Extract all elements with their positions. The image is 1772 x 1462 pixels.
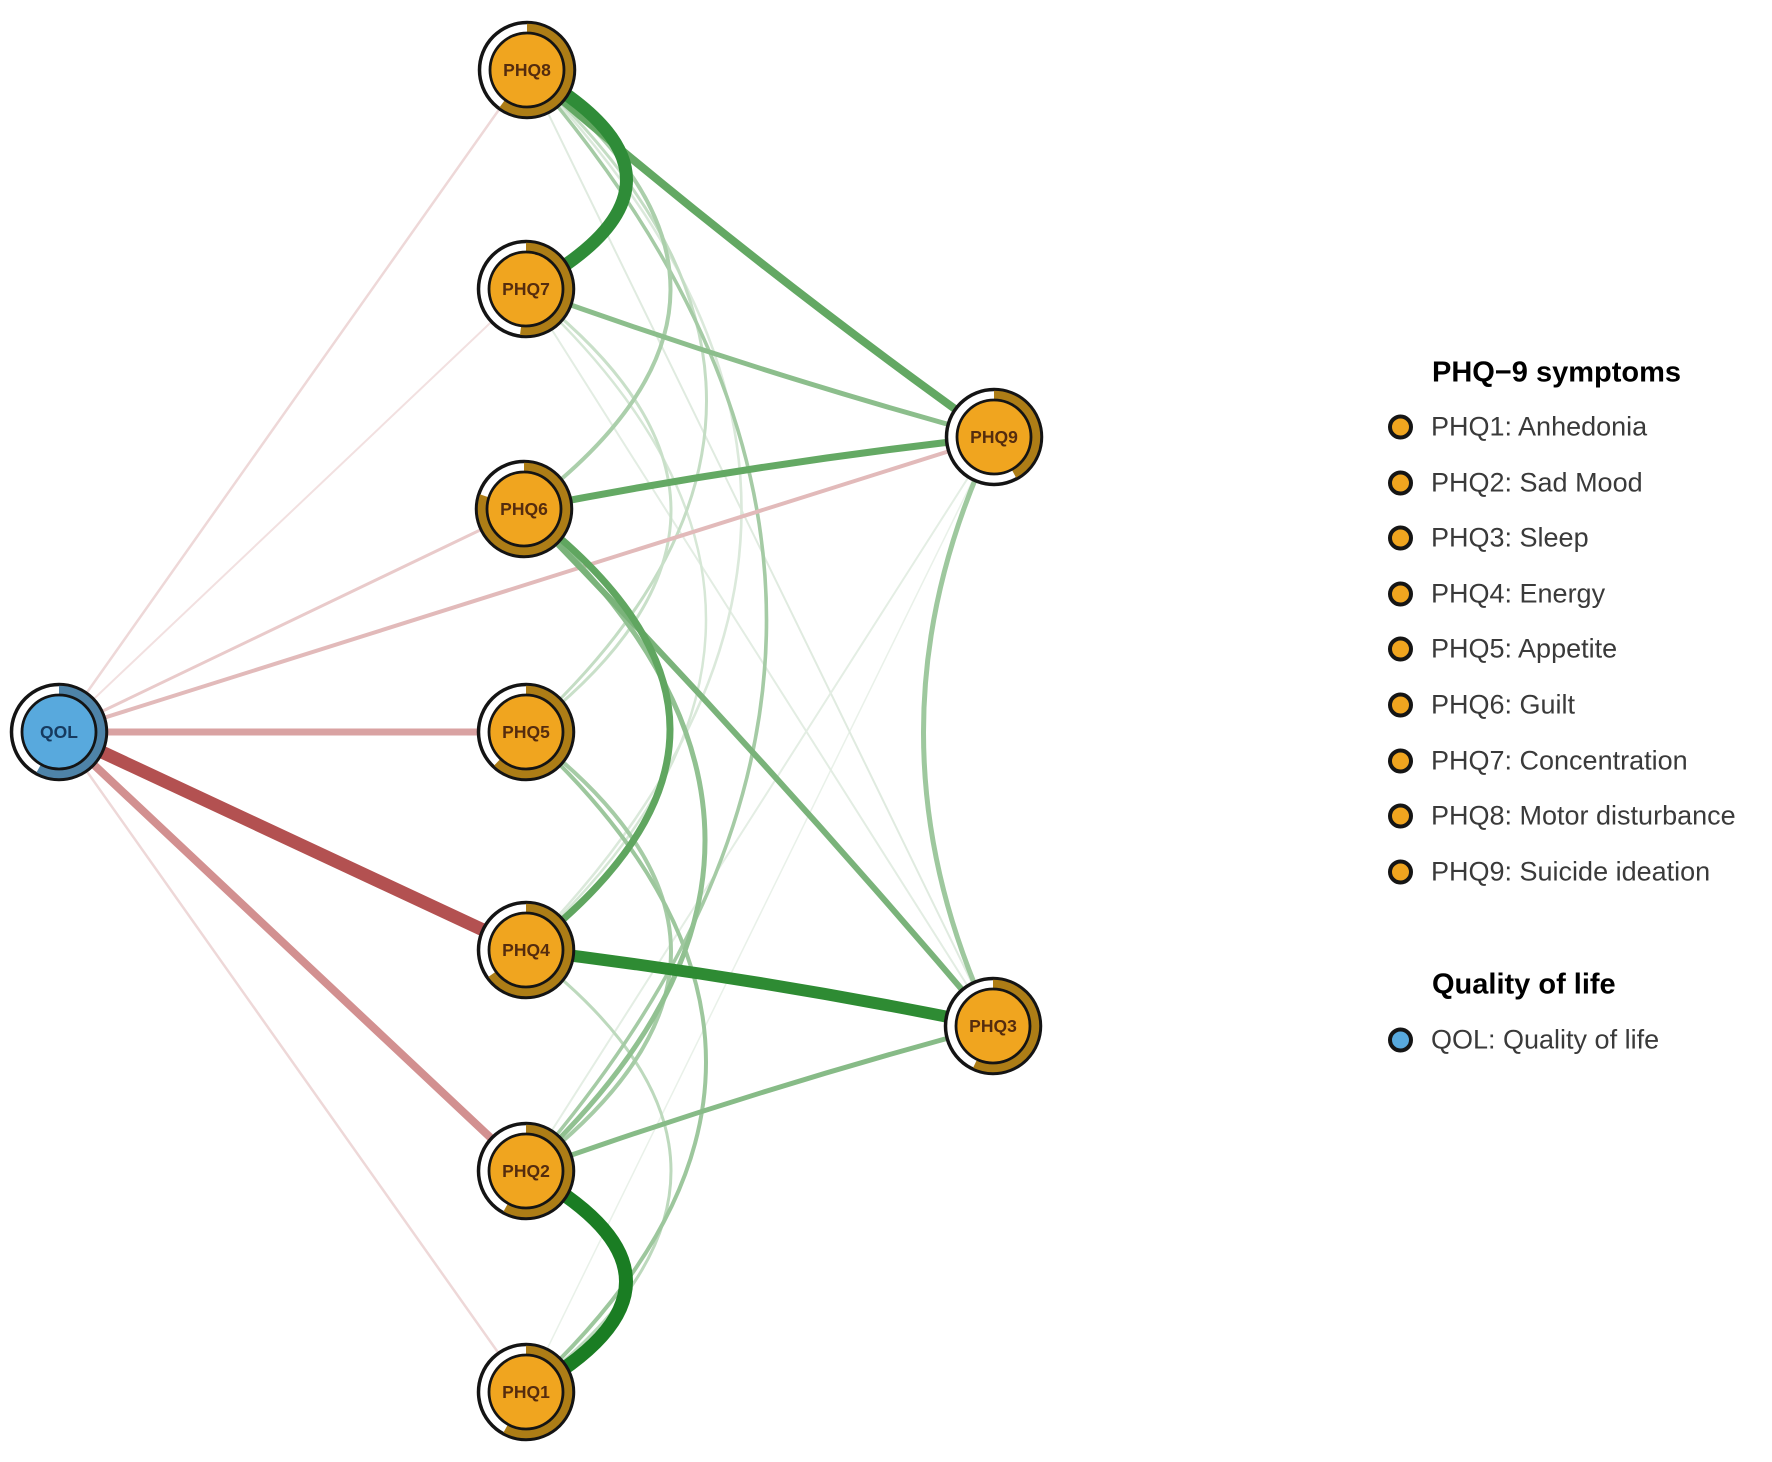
- node-pie-ring-PHQ7: [479, 242, 573, 336]
- edge-QOL-PHQ9: [57, 435, 996, 734]
- edge-PHQ6-PHQ4: [520, 505, 674, 954]
- edge-PHQ6-PHQ9: [520, 433, 998, 513]
- node-pie-ring-PHQ1: [479, 1345, 573, 1439]
- edge-PHQ8-PHQ9: [523, 66, 998, 441]
- edge-PHQ5-PHQ2: [524, 730, 673, 1173]
- node-pie-ring-QOL: [12, 685, 106, 779]
- node-label-PHQ4: PHQ4: [502, 940, 550, 960]
- edge-PHQ4-PHQ1: [524, 948, 673, 1394]
- node-pie-ring-PHQ5: [479, 685, 573, 779]
- node-PHQ4: PHQ4: [476, 900, 576, 1000]
- edge-PHQ7-PHQ9: [523, 286, 997, 440]
- node-PHQ6: PHQ6: [474, 459, 574, 559]
- edge-PHQ6-PHQ3: [521, 506, 996, 1029]
- node-label-PHQ9: PHQ9: [970, 427, 1018, 447]
- node-disc-PHQ7: [487, 250, 565, 328]
- node-PHQ9: PHQ9: [944, 387, 1044, 487]
- node-PHQ5: PHQ5: [476, 682, 576, 782]
- edge-PHQ5-PHQ1: [524, 730, 708, 1394]
- node-label-PHQ6: PHQ6: [500, 499, 548, 519]
- node-disc-PHQ3: [954, 987, 1032, 1065]
- edge-PHQ6-PHQ2: [521, 506, 708, 1174]
- edge-PHQ9-PHQ3: [921, 434, 997, 1029]
- node-label-QOL: QOL: [40, 722, 78, 742]
- node-disc-PHQ1: [487, 1353, 565, 1431]
- edge-QOL-PHQ8: [57, 68, 529, 734]
- edge-PHQ4-PHQ3: [520, 944, 999, 1032]
- node-pie-ring-PHQ6: [477, 462, 571, 556]
- edge-PHQ7-PHQ5: [524, 287, 673, 734]
- node-disc-PHQ9: [955, 398, 1033, 476]
- node-pie-ring-PHQ3: [946, 979, 1040, 1073]
- node-PHQ7: PHQ7: [476, 239, 576, 339]
- node-label-PHQ7: PHQ7: [502, 279, 550, 299]
- node-QOL: QOL: [9, 682, 109, 782]
- edge-QOL-PHQ4: [52, 725, 533, 957]
- edge-QOL-PHQ2: [55, 728, 530, 1175]
- node-label-PHQ8: PHQ8: [503, 60, 551, 80]
- node-PHQ8: PHQ8: [477, 20, 577, 120]
- node-disc-PHQ4: [487, 911, 565, 989]
- node-disc-PHQ2: [487, 1132, 565, 1210]
- node-label-PHQ3: PHQ3: [969, 1016, 1017, 1036]
- node-label-PHQ1: PHQ1: [502, 1382, 550, 1402]
- node-disc-PHQ6: [485, 470, 563, 548]
- edge-PHQ2-PHQ1: [519, 1164, 633, 1399]
- edge-PHQ9-PHQ1: [525, 436, 995, 1393]
- node-pie-ring-PHQ4: [479, 903, 573, 997]
- edge-PHQ8-PHQ2: [524, 68, 769, 1173]
- edge-QOL-PHQ6: [57, 507, 526, 734]
- node-disc-QOL: [20, 693, 98, 771]
- node-pie-ring-PHQ8: [480, 23, 574, 117]
- edge-QOL-PHQ1: [57, 730, 528, 1394]
- node-pie-ring-PHQ9: [947, 390, 1041, 484]
- edge-PHQ7-PHQ4: [524, 287, 708, 952]
- edge-PHQ8-PHQ5: [524, 68, 708, 734]
- node-disc-PHQ8: [488, 31, 566, 109]
- node-PHQ3: PHQ3: [943, 976, 1043, 1076]
- edge-PHQ9-PHQ2: [525, 436, 995, 1172]
- edge-PHQ8-PHQ7: [519, 63, 633, 296]
- node-PHQ1: PHQ1: [476, 1342, 576, 1442]
- edge-PHQ8-PHQ3: [526, 69, 994, 1027]
- node-label-PHQ2: PHQ2: [502, 1161, 550, 1181]
- edge-PHQ7-PHQ3: [525, 288, 994, 1027]
- edge-QOL-PHQ7: [58, 288, 527, 733]
- node-disc-PHQ5: [487, 693, 565, 771]
- node-label-PHQ5: PHQ5: [502, 722, 550, 742]
- edge-PHQ8-PHQ4: [524, 68, 743, 952]
- node-pie-ring-PHQ2: [479, 1124, 573, 1218]
- edge-PHQ2-PHQ3: [523, 1023, 996, 1174]
- node-PHQ2: PHQ2: [476, 1121, 576, 1221]
